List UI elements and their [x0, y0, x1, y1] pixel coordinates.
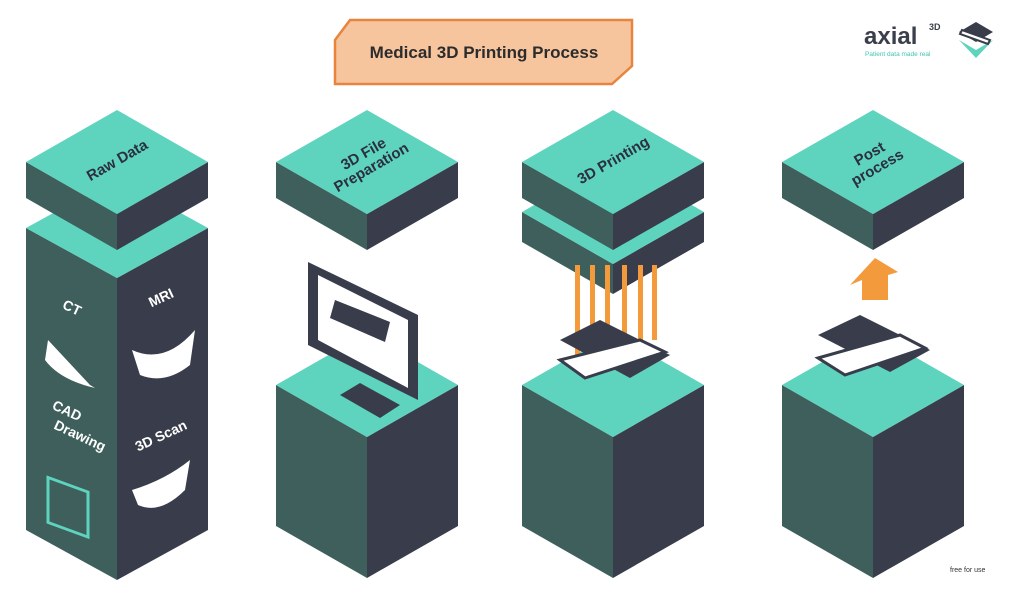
- mri-icon: [132, 330, 195, 379]
- footer-note: free for use: [950, 567, 986, 574]
- right-face: [613, 385, 704, 578]
- 3d-scan-icon: [132, 460, 190, 508]
- top-face: [26, 110, 208, 214]
- step-lid-4: [782, 110, 964, 250]
- right-face: [367, 385, 458, 578]
- left-face: [276, 162, 367, 250]
- right-face: [873, 162, 964, 250]
- left-face: [782, 385, 873, 578]
- left-face: [26, 162, 117, 250]
- right-face: [117, 162, 208, 250]
- logo-brand: axial: [864, 23, 917, 50]
- right-face: [613, 212, 704, 294]
- logo-tagline: Patient data made real: [865, 51, 931, 58]
- title-banner: Medical 3D Printing Process: [333, 18, 634, 86]
- print-supports: [575, 265, 657, 360]
- monitor-icon: [308, 262, 418, 418]
- ct-scan-icon: [45, 340, 95, 388]
- step-lid-1: [26, 110, 208, 250]
- ct-label: CT: [60, 296, 84, 319]
- left-face: [522, 385, 613, 578]
- page-title: Medical 3D Printing Process: [370, 43, 599, 62]
- right-face: [367, 162, 458, 250]
- left-face: [522, 162, 613, 250]
- top-face: [782, 110, 964, 214]
- step-lid-3: [522, 110, 704, 250]
- right-face: [613, 162, 704, 250]
- step-lid-2: [276, 110, 458, 250]
- cad-grid-icon: [46, 475, 90, 540]
- pedestal-4: [782, 333, 964, 578]
- logo-superscript: 3D: [929, 22, 941, 32]
- logo-icon: [958, 22, 993, 58]
- right-face: [873, 385, 964, 578]
- top-face: [276, 110, 458, 214]
- top-face: [522, 110, 704, 214]
- arrow-up-icon: [850, 258, 898, 300]
- left-face: [276, 385, 367, 578]
- right-face: [117, 228, 208, 580]
- axial3d-logo: axial 3D Patient data made real: [864, 22, 993, 58]
- left-face: [782, 162, 873, 250]
